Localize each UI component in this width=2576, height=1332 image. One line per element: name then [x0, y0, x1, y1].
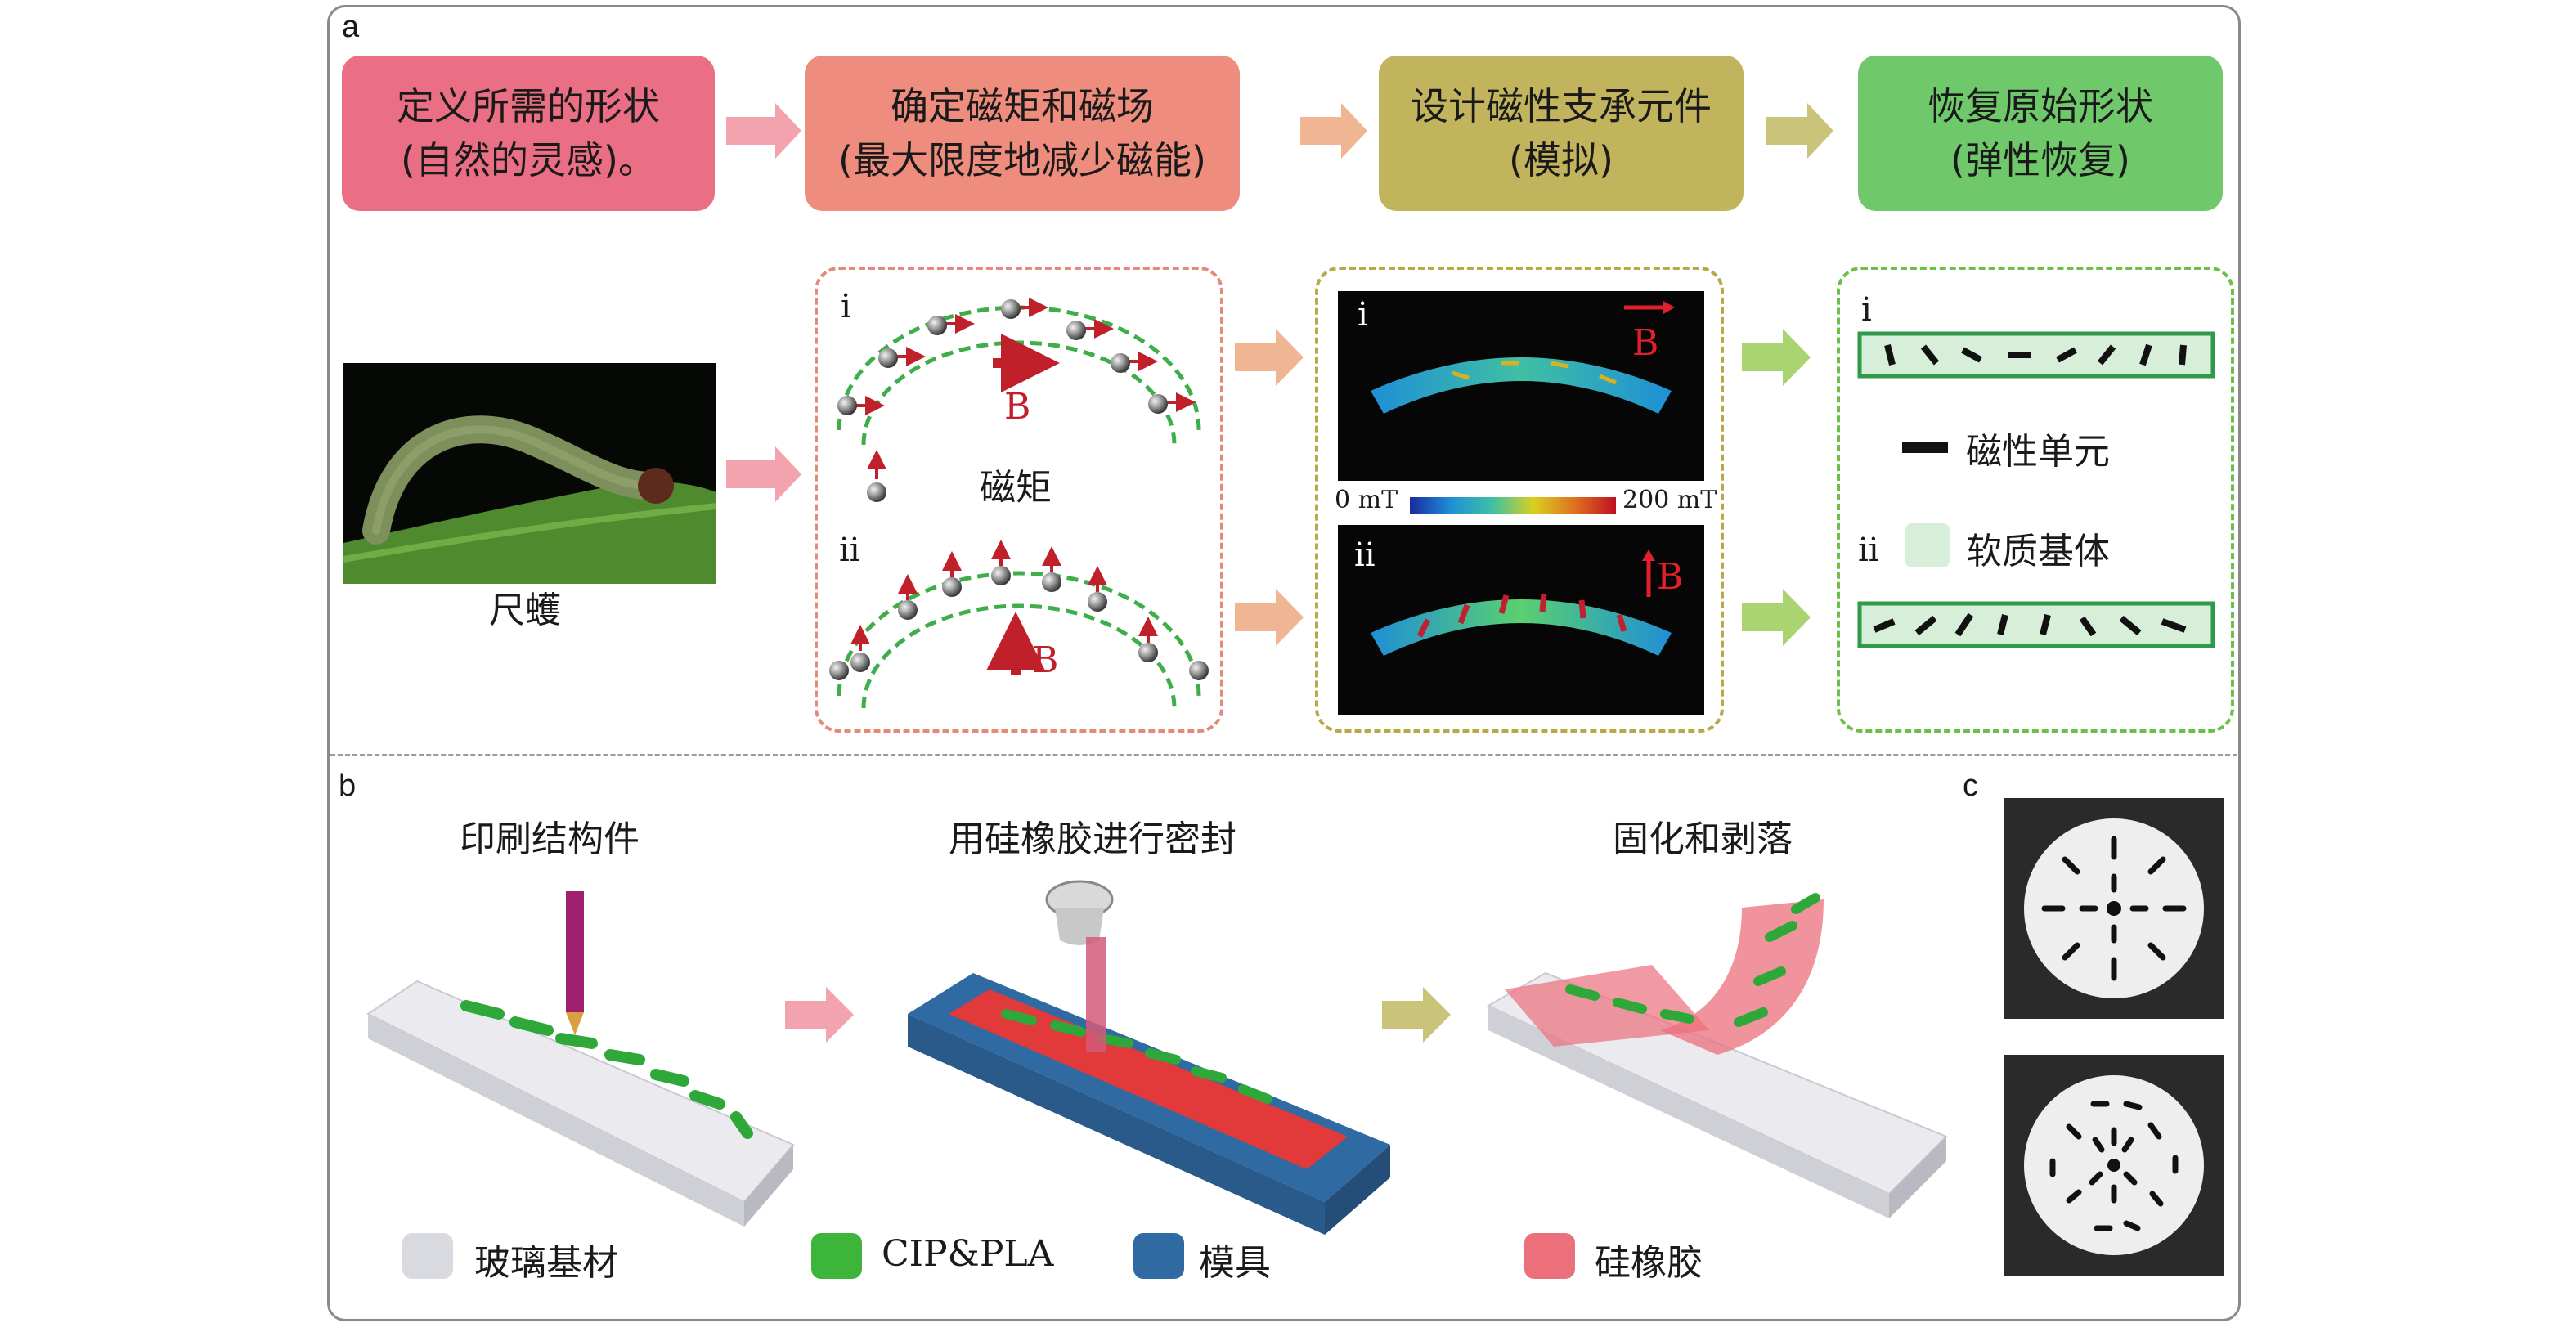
- flow-arrow-b1: [785, 987, 854, 1043]
- colorbar-min-label: 0 mT: [1335, 486, 1398, 514]
- sim-label-i: i: [1358, 296, 1368, 334]
- moment-arc-i: [837, 305, 1201, 446]
- flow-arrow-moment-ii: [1235, 589, 1304, 646]
- seal-illustration: [908, 880, 1390, 1235]
- legend-mold-swatch: [1133, 1233, 1184, 1279]
- print-illustration: [366, 891, 795, 1227]
- legend-unit-label: 磁性单元: [1966, 431, 2110, 473]
- step-determine-moment-line1: 确定磁矩和磁场: [891, 84, 1154, 128]
- step-print-title: 印刷结构件: [460, 818, 640, 860]
- flow-arrow-b2: [1382, 987, 1451, 1043]
- disk-photo-bottom: [2004, 1055, 2224, 1276]
- sim-label-ii: ii: [1354, 536, 1376, 574]
- sim-field-label-ii: B: [1657, 556, 1684, 598]
- simulation-image-i: [1338, 291, 1704, 481]
- step-define-shape: 定义所需的形状 (自然的灵感)。: [342, 56, 715, 211]
- step-recover-shape-line2: (弹性恢复): [1950, 138, 2130, 182]
- step-determine-moment-line2: (最大限度地减少磁能): [838, 138, 1206, 182]
- cure-illustration: [1486, 893, 1948, 1218]
- legend-cip-swatch: [811, 1233, 862, 1279]
- simulation-box: [1315, 267, 1724, 733]
- moment-balls-i: [837, 299, 1168, 415]
- panel-a-letter: a: [342, 10, 360, 44]
- result-label-ii: ii: [1858, 531, 1879, 569]
- moment-legend-dipole: [867, 450, 886, 502]
- step-cure-title: 固化和剥落: [1613, 818, 1793, 860]
- moment-field-label-i: B: [1004, 386, 1031, 428]
- panel-divider: [330, 754, 2237, 756]
- legend-matrix-label: 软质基体: [1966, 531, 2110, 572]
- moment-label-i: i: [841, 288, 851, 325]
- flow-arrow-sim-i: [1742, 329, 1811, 386]
- moment-caption: 磁矩: [980, 467, 1052, 509]
- step-recover-shape-line1: 恢复原始形状: [1928, 84, 2153, 128]
- step-design-support-line1: 设计磁性支承元件: [1411, 84, 1712, 128]
- legend-glass-label: 玻璃基材: [474, 1242, 618, 1284]
- sim-field-label-i: B: [1632, 322, 1659, 364]
- step-determine-moment: 确定磁矩和磁场 (最大限度地减少磁能): [805, 56, 1240, 211]
- legend-glass-swatch: [402, 1233, 453, 1279]
- flow-arrow-moment-i: [1235, 329, 1304, 386]
- result-box: [1837, 267, 2234, 733]
- result-strip-ii: [1857, 601, 2215, 648]
- flow-arrow-2: [1300, 103, 1367, 159]
- inchworm-photo: [343, 363, 716, 584]
- simulation-image-ii: [1338, 525, 1704, 715]
- panel-b-letter: b: [339, 769, 357, 803]
- moment-diagram: [829, 298, 1209, 709]
- figure-frame: [327, 5, 2241, 1321]
- moment-box: [815, 267, 1223, 733]
- step-define-shape-line1: 定义所需的形状: [397, 84, 660, 128]
- moment-label-ii: ii: [839, 531, 860, 569]
- disk-photo-top: [2004, 798, 2224, 1019]
- step-seal-title: 用硅橡胶进行密封: [949, 818, 1236, 860]
- flow-arrow-1: [726, 103, 801, 159]
- legend-matrix-swatch: [1905, 523, 1950, 567]
- result-label-i: i: [1861, 291, 1872, 329]
- step-recover-shape: 恢复原始形状 (弹性恢复): [1858, 56, 2223, 211]
- legend-rubber-swatch: [1524, 1233, 1575, 1279]
- legend-unit-swatch: [1902, 442, 1948, 453]
- legend-rubber-label: 硅橡胶: [1595, 1242, 1703, 1284]
- moment-dipoles-ii: [850, 540, 1158, 651]
- legend-cip-label: CIP&PLA: [882, 1233, 1054, 1275]
- flow-arrow-3: [1766, 103, 1833, 159]
- colorbar: [1410, 497, 1616, 514]
- step-design-support: 设计磁性支承元件 (模拟): [1379, 56, 1744, 211]
- panel-c-letter: c: [1963, 769, 1978, 803]
- step-design-support-line2: (模拟): [1509, 138, 1613, 182]
- flow-arrow-sim-ii: [1742, 589, 1811, 646]
- moment-balls-ii: [829, 566, 1209, 680]
- inchworm-caption: 尺蠖: [489, 590, 561, 631]
- colorbar-max-label: 200 mT: [1622, 486, 1717, 514]
- flow-arrow-photo: [726, 446, 801, 502]
- result-strip-i: [1857, 331, 2215, 379]
- legend-mold-label: 模具: [1199, 1242, 1271, 1284]
- step-define-shape-line2: (自然的灵感)。: [401, 138, 656, 182]
- moment-dipoles-i: [855, 298, 1196, 415]
